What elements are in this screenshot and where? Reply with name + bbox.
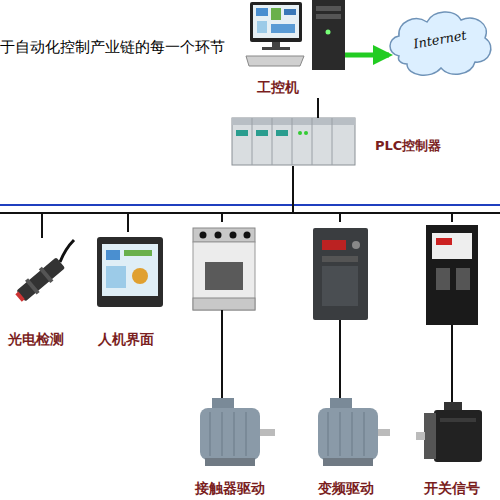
computer-node: 工控机 <box>245 0 345 98</box>
node-label: 开关信号 <box>424 480 480 497</box>
hmi-illustration <box>97 237 163 307</box>
plc-illustration <box>232 118 355 165</box>
motor-illustration <box>318 398 390 466</box>
inverter-drive-node: 变频驱动 <box>300 222 395 498</box>
signal-wire <box>317 98 319 118</box>
page-title: 于自动化控制产业链的每一个环节 <box>0 38 225 57</box>
signal-wire <box>222 166 293 222</box>
plc-node: PLC控制器 <box>232 118 467 166</box>
node-label: PLC控制器 <box>375 138 441 154</box>
network-arrow <box>345 53 389 58</box>
sensor-node: 光电检测 <box>2 238 87 350</box>
signal-wire <box>293 166 452 222</box>
signal-wire <box>42 166 293 238</box>
node-label: 变频驱动 <box>318 480 374 497</box>
node-label: 工控机 <box>257 79 299 96</box>
servo-drive-illustration <box>426 225 478 410</box>
contactor-drive-node: 接触器驱动 <box>185 222 285 498</box>
blue-bus <box>0 204 500 206</box>
node-label: 光电检测 <box>8 331 64 348</box>
inverter-illustration <box>313 228 368 408</box>
sensor-illustration <box>13 240 74 305</box>
node-label: 接触器驱动 <box>195 480 265 497</box>
servo-node: 开关信号 <box>412 222 498 498</box>
signal-wire <box>128 166 293 232</box>
contactor-illustration <box>193 228 255 408</box>
node-label: 人机界面 <box>98 331 154 348</box>
internet-cloud: Internet <box>385 6 495 82</box>
hmi-node: 人机界面 <box>92 232 172 350</box>
servo-motor-illustration <box>416 402 482 462</box>
motor-illustration <box>200 398 275 466</box>
computer-illustration <box>246 0 345 70</box>
